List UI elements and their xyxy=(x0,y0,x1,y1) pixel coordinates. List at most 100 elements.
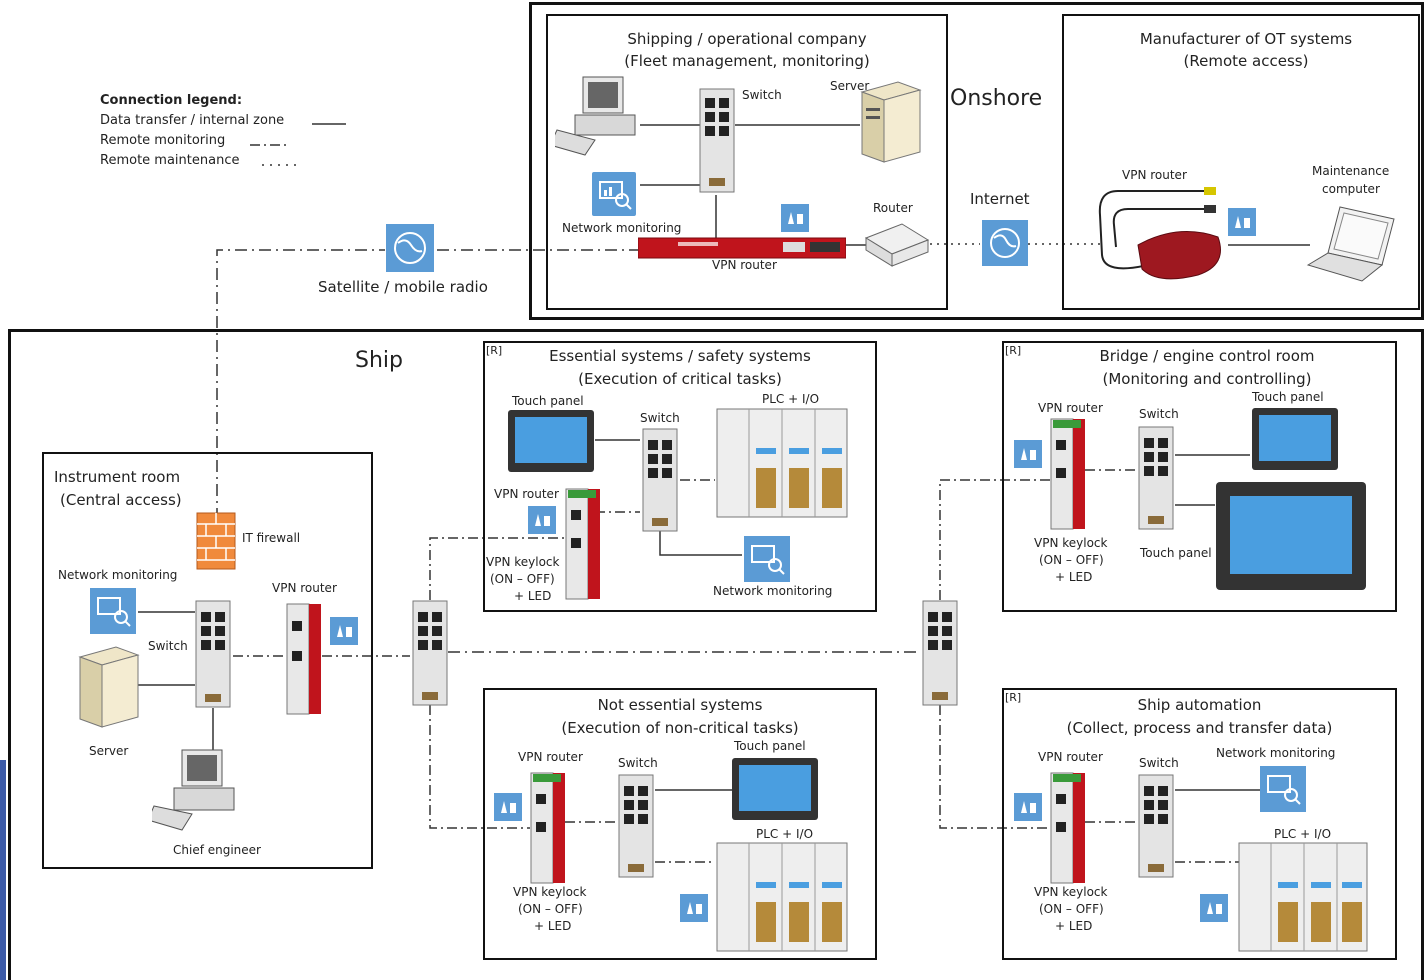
switch-icon xyxy=(412,600,448,706)
security-badge-icon xyxy=(1014,793,1042,821)
onshore-zone xyxy=(529,2,1424,320)
security-badge-icon xyxy=(680,894,708,922)
plc-io-icon xyxy=(716,842,848,952)
essential-vpn-router-label: VPN router xyxy=(494,487,559,501)
internet-label: Internet xyxy=(970,190,1030,208)
shipping-switch-label: Switch xyxy=(742,88,782,102)
bridge-vpn-router-label: VPN router xyxy=(1038,401,1103,415)
essential-subtitle: (Execution of critical tasks) xyxy=(578,370,782,388)
maintenance-computer-label-1: Maintenance xyxy=(1312,164,1390,178)
vpn-router-icon xyxy=(1050,772,1085,884)
security-badge-icon xyxy=(781,204,809,232)
switch-icon xyxy=(195,600,231,708)
instrument-vpn-router-label: VPN router xyxy=(272,581,337,595)
touch-panel-icon xyxy=(1252,408,1338,470)
server-icon xyxy=(860,81,922,163)
bridge-title: Bridge / engine control room xyxy=(1099,347,1315,365)
switch-icon xyxy=(1138,774,1174,878)
security-badge-icon xyxy=(1200,894,1228,922)
vpn-router-icon xyxy=(1050,418,1085,530)
satellite-label: Satellite / mobile radio xyxy=(318,278,488,296)
bridge-keylock-line-3: + LED xyxy=(1055,570,1093,584)
maintenance-computer-label-2: computer xyxy=(1322,182,1380,196)
touch-panel-icon xyxy=(508,410,594,472)
not-essential-switch-label: Switch xyxy=(618,756,658,770)
manufacturer-title: Manufacturer of OT systems xyxy=(1139,30,1353,48)
left-edge-strip xyxy=(0,760,6,980)
desktop-computer-icon xyxy=(555,76,636,156)
not-essential-keylock-line-1: VPN keylock xyxy=(513,885,587,899)
not-essential-vpn-router-label: VPN router xyxy=(518,750,583,764)
shipping-router-label: Router xyxy=(873,201,913,215)
network-monitoring-icon xyxy=(592,172,636,216)
bridge-keylock-line-2: (ON – OFF) xyxy=(1039,553,1104,567)
bridge-tag: [R] xyxy=(1005,344,1022,357)
onshore-label: Onshore xyxy=(950,86,1043,111)
router-icon xyxy=(864,223,930,267)
mobile-vpn-router-icon xyxy=(1098,187,1221,280)
shipping-server-label: Server xyxy=(830,79,870,93)
essential-switch-label: Switch xyxy=(640,411,680,425)
essential-plc-label: PLC + I/O xyxy=(762,392,820,406)
essential-systems-box xyxy=(483,341,877,612)
ship-zone xyxy=(8,329,1424,980)
instrument-room-subtitle: (Central access) xyxy=(60,491,182,509)
essential-keylock-line-2: (ON – OFF) xyxy=(490,572,555,586)
switch-icon xyxy=(922,600,958,706)
essential-touch-panel-label: Touch panel xyxy=(512,394,584,408)
automation-vpn-router-label: VPN router xyxy=(1038,750,1103,764)
instrument-network-monitoring-label: Network monitoring xyxy=(58,568,178,582)
not-essential-keylock-line-3: + LED xyxy=(534,919,572,933)
instrument-server-label: Server xyxy=(89,744,129,758)
vpn-router-icon xyxy=(530,772,565,884)
not-essential-box xyxy=(483,688,877,960)
switch-icon xyxy=(618,774,654,878)
automation-keylock-line-1: VPN keylock xyxy=(1034,885,1108,899)
security-badge-icon xyxy=(1228,208,1256,236)
satellite-globe-icon xyxy=(386,224,434,272)
vpn-router-icon xyxy=(286,603,321,715)
plc-io-icon xyxy=(1238,842,1368,952)
security-badge-icon xyxy=(1014,440,1042,468)
plc-io-icon xyxy=(716,408,848,518)
switch-icon xyxy=(642,428,678,532)
instrument-room-title: Instrument room xyxy=(54,468,181,486)
automation-plc-label: PLC + I/O xyxy=(1274,827,1332,841)
ship-automation-box xyxy=(1002,688,1397,960)
manufacturer-subtitle: (Remote access) xyxy=(1183,52,1309,70)
ship-label: Ship xyxy=(355,348,403,373)
essential-keylock-line-1: VPN keylock xyxy=(486,555,560,569)
automation-switch-label: Switch xyxy=(1139,756,1179,770)
shipping-title: Shipping / operational company xyxy=(627,30,867,48)
essential-network-monitoring-label: Network monitoring xyxy=(713,584,833,598)
not-essential-plc-label: PLC + I/O xyxy=(756,827,814,841)
shipping-company-box xyxy=(546,14,948,310)
shipping-vpn-router-label: VPN router xyxy=(712,258,777,272)
globe-icon xyxy=(982,220,1028,266)
vpn-router-icon xyxy=(565,488,600,600)
bridge-switch-label: Switch xyxy=(1139,407,1179,421)
bridge-touch-panel-label: Touch panel xyxy=(1140,546,1212,560)
network-monitoring-icon xyxy=(90,588,136,634)
network-monitoring-icon xyxy=(744,536,790,582)
automation-network-monitoring-label: Network monitoring xyxy=(1216,746,1336,760)
touch-panel-icon xyxy=(732,758,818,820)
switch-icon xyxy=(699,88,735,193)
touch-panel-large-icon xyxy=(1216,482,1366,590)
it-firewall-label: IT firewall xyxy=(242,531,301,545)
legend-item-data-transfer: Data transfer / internal zone xyxy=(100,113,285,128)
bridge-touch-panel-top-label: Touch panel xyxy=(1252,390,1324,404)
security-badge-icon xyxy=(494,793,522,821)
not-essential-touch-panel-label: Touch panel xyxy=(734,739,806,753)
automation-keylock-line-2: (ON – OFF) xyxy=(1039,902,1104,916)
essential-tag: [R] xyxy=(486,344,503,357)
bridge-box xyxy=(1002,341,1397,612)
network-monitoring-icon xyxy=(1260,766,1306,812)
laptop-icon xyxy=(1306,206,1395,282)
security-badge-icon xyxy=(330,617,358,645)
legend-item-remote-maintenance: Remote maintenance xyxy=(100,153,240,168)
switch-icon xyxy=(1138,426,1174,530)
firewall-icon xyxy=(196,512,236,570)
shipping-network-monitoring-label: Network monitoring xyxy=(562,221,682,235)
